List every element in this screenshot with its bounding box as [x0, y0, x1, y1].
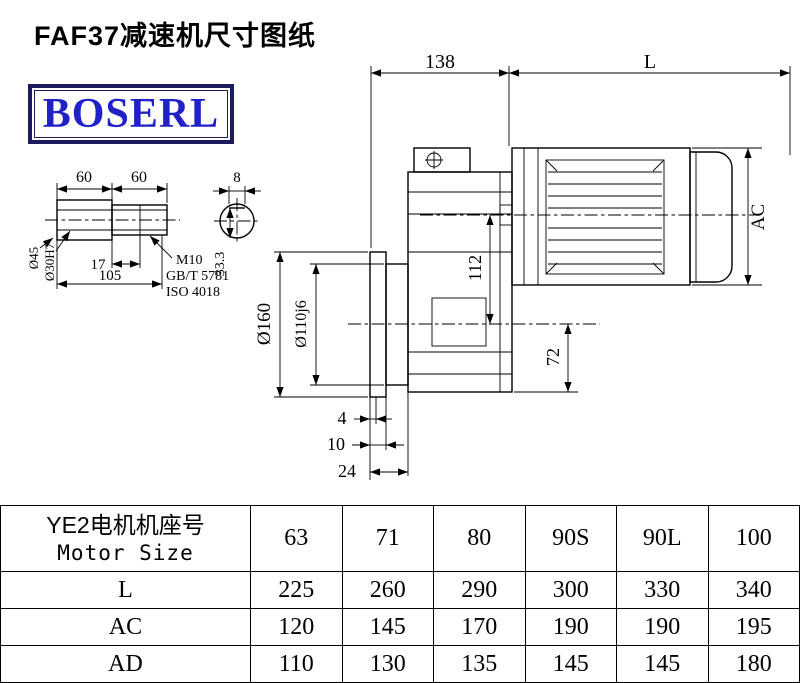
standard-iso-label: ISO 4018 [166, 285, 220, 300]
motor [420, 147, 757, 286]
dim-160-label: Ø160 [254, 303, 275, 345]
cell-AC-6: 195 [707, 608, 800, 646]
thread-m10-label: M10 [176, 253, 202, 268]
page-title: FAF37减速机尺寸图纸 [34, 21, 317, 51]
cell-AC-2: 145 [341, 608, 434, 646]
cell-AC-5: 190 [616, 608, 709, 646]
table-row-L: L 225 260 290 300 330 340 [0, 571, 800, 609]
motor-size-label-cn: YE2电机机座号 [46, 512, 205, 538]
cell-L-5: 330 [616, 571, 709, 609]
dim-72-label: 72 [543, 348, 563, 366]
dim-60a-label: 60 [76, 169, 92, 186]
cell-L-6: 340 [707, 571, 800, 609]
motor-size-label-en: Motor Size [57, 540, 194, 565]
dim-333-label: 33.3 [213, 252, 228, 277]
cell-L-3: 290 [433, 571, 526, 609]
dim-138: 138 [425, 52, 455, 73]
cell-L-4: 300 [524, 571, 617, 609]
table-row-AC: AC 120 145 170 190 190 195 [0, 608, 800, 646]
dim-24-label: 24 [338, 461, 356, 481]
dim-8-label: 8 [233, 170, 241, 186]
dim-105-label: 105 [99, 268, 122, 284]
motor-size-col-6: 100 [707, 505, 800, 572]
cell-AD-1: 110 [250, 645, 343, 683]
table-header-row: YE2电机机座号 Motor Size 63 71 80 90S 90L 100 [0, 505, 800, 572]
cell-L-1: 225 [250, 571, 343, 609]
dim-ac: AC [692, 147, 769, 286]
dim-4-label: 4 [338, 408, 347, 428]
dim-flange-diameters: Ø160 Ø110j6 [254, 251, 384, 398]
gearbox-housing [407, 147, 513, 393]
boserl-logo-frame: BOSERL [34, 90, 228, 138]
dim-17-label: 17 [91, 257, 107, 273]
motor-size-col-3: 80 [433, 505, 526, 572]
motor-size-col-4: 90S [524, 505, 617, 572]
cell-AC-1: 120 [250, 608, 343, 646]
cell-L-2: 260 [341, 571, 434, 609]
dim-10-label: 10 [327, 434, 345, 454]
dimension-table: YE2电机机座号 Motor Size 63 71 80 90S 90L 100… [0, 505, 800, 683]
technical-drawing: 138 L [26, 52, 791, 481]
cell-AC-4: 190 [524, 608, 617, 646]
dim-60b-label: 60 [131, 169, 147, 186]
dim-112: 112 [465, 215, 494, 324]
dim-72: 72 [514, 324, 578, 393]
row-label-AD: AD [0, 645, 251, 683]
top-dimensions: 138 L [370, 52, 791, 248]
cell-AD-6: 180 [707, 645, 800, 683]
boserl-logo: BOSERL [28, 84, 234, 144]
motor-size-header-cell: YE2电机机座号 Motor Size [0, 505, 251, 572]
table-row-AD: AD 110 130 135 145 145 180 [0, 645, 800, 683]
cell-AC-3: 170 [433, 608, 526, 646]
cell-AD-4: 145 [524, 645, 617, 683]
logo-text: BOSERL [42, 91, 220, 137]
hollow-shaft-detail: 60 60 Ø45 Ø30H7 17 105 M10 GB/T 5781 ISO… [26, 169, 229, 300]
dim-bottom: 4 10 24 [327, 392, 409, 481]
dim-L: L [644, 52, 656, 73]
shaft-end-view: 8 33.3 [213, 170, 261, 276]
dim-AC: AC [748, 204, 769, 230]
motor-size-col-5: 90L [616, 505, 709, 572]
dim-110-label: Ø110j6 [293, 300, 310, 347]
cell-AD-3: 135 [433, 645, 526, 683]
motor-size-col-2: 71 [341, 505, 434, 572]
dim-112-label: 112 [465, 255, 485, 281]
cell-AD-2: 130 [341, 645, 434, 683]
dim-45-label: Ø45 [26, 247, 41, 269]
output-flange [348, 251, 600, 398]
dim-30h7-label: Ø30H7 [42, 242, 57, 281]
row-label-AC: AC [0, 608, 251, 646]
cell-AD-5: 145 [616, 645, 709, 683]
motor-size-col-1: 63 [250, 505, 343, 572]
standard-gbt-label: GB/T 5781 [166, 269, 229, 284]
row-label-L: L [0, 571, 251, 609]
